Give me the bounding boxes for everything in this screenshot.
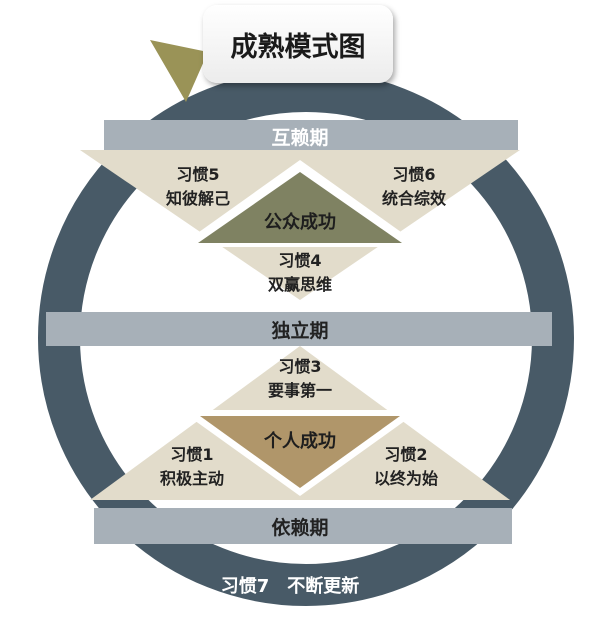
private-victory-label: 个人成功: [263, 430, 336, 452]
stage-band-dependence: [94, 508, 512, 544]
diagram-title: 成熟模式图: [203, 5, 393, 83]
habit5-name: 习惯5: [176, 165, 219, 184]
stage-label-interdependence: 互赖期: [271, 126, 328, 149]
habit4-name: 习惯4: [278, 251, 321, 270]
cycle-arrow-icon: [150, 40, 208, 102]
habit5-desc: 知彼解己: [166, 189, 230, 208]
stage-band-independence: [46, 312, 552, 346]
habit7-label: 习惯7 不断更新: [221, 575, 360, 597]
habit3-desc: 要事第一: [268, 381, 332, 400]
habit3-name: 习惯3: [278, 357, 321, 376]
stage-label-dependence: 依赖期: [271, 516, 328, 539]
habit1-name: 习惯1: [170, 445, 213, 464]
watermark: 头条@杨二小读书: [486, 585, 598, 601]
public-victory-label: 公众成功: [264, 211, 336, 233]
stage-band-interdependence: [104, 120, 518, 150]
public-victory-triangle: [198, 172, 402, 243]
habit6-name: 习惯6: [392, 165, 435, 184]
habit2-desc: 以终为始: [374, 469, 438, 488]
habit1-desc: 积极主动: [160, 469, 224, 488]
stage-label-independence: 独立期: [271, 319, 328, 342]
habit6-desc: 统合综效: [382, 189, 446, 208]
private-victory-triangle: [200, 416, 400, 488]
habit4-desc: 双赢思维: [268, 275, 332, 294]
habit2-name: 习惯2: [384, 445, 427, 464]
